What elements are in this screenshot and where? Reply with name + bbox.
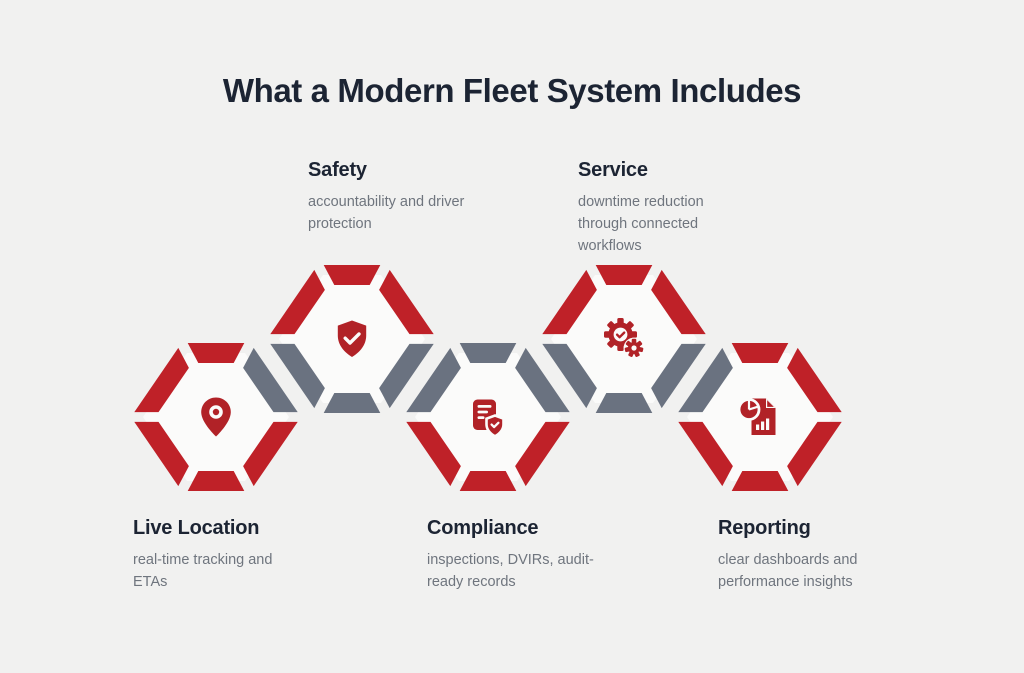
gears-check-icon xyxy=(604,318,645,359)
hexagon-segment-upper_right xyxy=(243,347,298,413)
hexagon-segment-upper_left xyxy=(542,269,597,335)
hexagon-segment-lower_right xyxy=(515,421,570,487)
hexagon-segment-upper_right xyxy=(515,347,570,413)
hexagon-outline-service xyxy=(542,265,706,413)
hexagon-segment-lower_right xyxy=(651,343,706,409)
page-title: What a Modern Fleet System Includes xyxy=(222,72,802,110)
hexagon-segment-upper_left xyxy=(406,347,461,413)
hexagon-segment-lower_right xyxy=(379,343,434,409)
hexagon-segment-top xyxy=(187,343,245,363)
hexagon-segment-top xyxy=(595,265,653,285)
hexagon-segment-bottom xyxy=(187,471,245,491)
hexagon-reporting xyxy=(678,343,842,491)
hexagon-segment-lower_right xyxy=(787,421,842,487)
hexagon-description: downtime reduction through connected wor… xyxy=(578,194,704,254)
hexagon-segment-bottom xyxy=(459,471,517,491)
hexagon-description: inspections, DVIRs, audit- ready records xyxy=(427,552,594,590)
hexagon-service xyxy=(542,265,706,413)
hexagon-outline-safety xyxy=(270,265,434,413)
hexagon-title: Compliance xyxy=(427,517,539,539)
hexagon-title: Service xyxy=(578,159,648,181)
hexagon-label-reporting: Reporting clear dashboards and performan… xyxy=(718,517,918,594)
hexagon-label-live-location: Live Location real-time tracking and ETA… xyxy=(133,517,333,594)
hexagon-segment-top xyxy=(731,343,789,363)
hexagon-segment-top xyxy=(323,265,381,285)
shield-check-icon xyxy=(337,320,367,357)
hexagon-live-location xyxy=(134,343,298,491)
hexagon-segment-lower_left xyxy=(270,343,325,409)
hexagon-segment-upper_right xyxy=(379,269,434,335)
hexagon-label-compliance: Compliance inspections, DVIRs, audit- re… xyxy=(427,517,637,594)
hexagon-segment-upper_left xyxy=(678,347,733,413)
hexagon-outline-live-location xyxy=(134,343,298,491)
location-pin-icon xyxy=(201,397,231,437)
hexagon-segment-lower_right xyxy=(243,421,298,487)
hexagon-segment-bottom xyxy=(323,393,381,413)
hexagon-label-service: Service downtime reduction through conne… xyxy=(578,159,758,257)
hexagon-title: Safety xyxy=(308,159,367,181)
hexagon-description: real-time tracking and ETAs xyxy=(133,552,273,590)
hexagon-label-safety: Safety accountability and driver protect… xyxy=(308,159,518,236)
hexagon-segment-upper_left xyxy=(134,347,189,413)
hexagon-segment-lower_left xyxy=(134,421,189,487)
hexagon-segment-upper_right xyxy=(787,347,842,413)
hexagon-segment-bottom xyxy=(595,393,653,413)
hexagon-safety xyxy=(270,265,434,413)
hexagon-segment-lower_left xyxy=(678,421,733,487)
hexagon-segment-upper_right xyxy=(651,269,706,335)
hexagon-segment-lower_left xyxy=(406,421,461,487)
hexagon-description: accountability and driver protection xyxy=(308,194,465,232)
hexagon-segment-upper_left xyxy=(270,269,325,335)
report-chart-icon xyxy=(737,398,776,435)
hexagon-compliance xyxy=(406,343,570,491)
hexagon-description: clear dashboards and performance insight… xyxy=(718,552,858,590)
hexagon-segment-bottom xyxy=(731,471,789,491)
hexagon-outline-reporting xyxy=(678,343,842,491)
document-shield-icon xyxy=(473,399,505,438)
hexagon-outline-compliance xyxy=(406,343,570,491)
hexagon-title: Live Location xyxy=(133,517,260,539)
hexagon-segment-top xyxy=(459,343,517,363)
hexagon-segment-lower_left xyxy=(542,343,597,409)
hexagon-title: Reporting xyxy=(718,517,811,539)
